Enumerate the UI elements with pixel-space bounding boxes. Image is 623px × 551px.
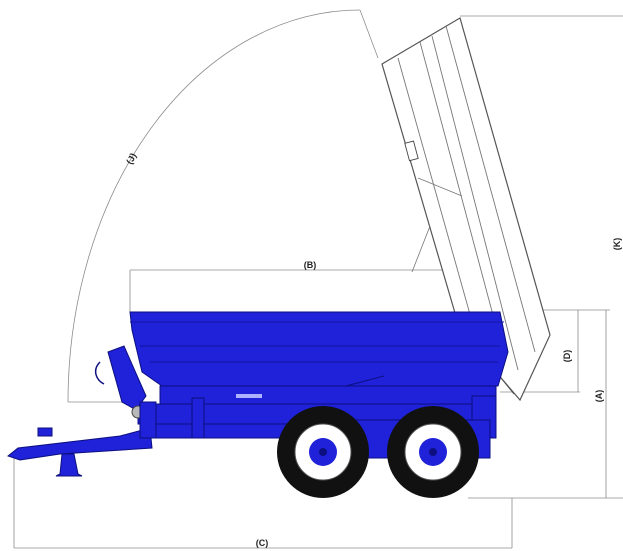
raised-body-panel-line-4 bbox=[445, 25, 536, 353]
label-body-length: (B) bbox=[304, 260, 317, 270]
raised-body-panel-line-1 bbox=[397, 57, 481, 351]
raised-body-latch bbox=[404, 140, 419, 162]
body-lower-frame bbox=[159, 385, 497, 405]
tipping-arc-dimension bbox=[67, 9, 361, 403]
body-main-panel bbox=[129, 311, 509, 387]
raised-body-strut bbox=[417, 177, 463, 197]
drawbar bbox=[6, 427, 153, 461]
drawbar-assembly bbox=[6, 345, 157, 477]
label-overall-length: (C) bbox=[256, 538, 269, 548]
lowered-blue-body bbox=[129, 311, 509, 405]
label-tipping-arc: (J) bbox=[124, 151, 138, 165]
front-hub-cap bbox=[319, 448, 327, 456]
hydraulic-ram bbox=[411, 225, 431, 273]
arc-end-tick bbox=[359, 9, 379, 59]
rear-wheel bbox=[387, 406, 479, 498]
chassis-front-section bbox=[139, 423, 291, 439]
raised-body-panel-line-3 bbox=[431, 35, 519, 371]
hydraulic-hose bbox=[94, 361, 105, 385]
drawbar-eye bbox=[37, 427, 53, 437]
label-overall-height: (A) bbox=[594, 390, 604, 403]
front-wheel bbox=[277, 406, 369, 498]
label-side-height: (D) bbox=[562, 350, 572, 363]
raised-body-outline bbox=[381, 17, 551, 402]
jack-stand bbox=[55, 453, 83, 477]
body-hinge-line bbox=[345, 375, 385, 387]
rear-hub-cap bbox=[429, 448, 437, 456]
raised-body-panel-line-2 bbox=[419, 41, 506, 361]
label-tipped-height: (K) bbox=[612, 238, 622, 251]
chassis-cross-member bbox=[191, 397, 205, 439]
front-headstock bbox=[139, 401, 157, 439]
raised-tipping-body bbox=[381, 17, 551, 402]
body-side-decal bbox=[236, 394, 262, 398]
